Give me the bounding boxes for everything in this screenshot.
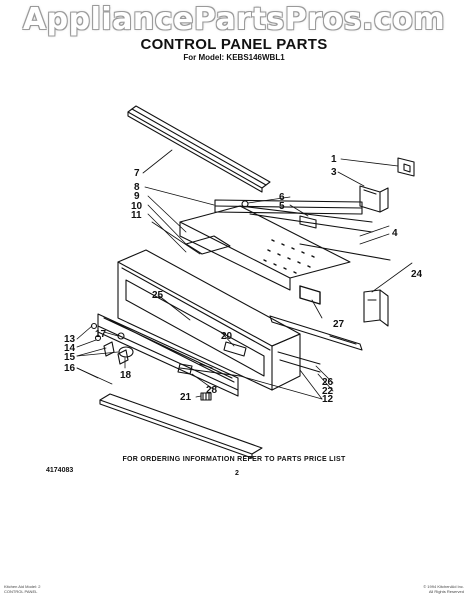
fine-print-left: Kitchen Aid Model: 2 CONTROL PANEL: [4, 584, 40, 594]
fine-print-right-line2: All Rights Reserved: [428, 589, 464, 594]
callout-3: 3: [331, 167, 337, 178]
callout-28: 28: [206, 385, 218, 396]
callout-27: 27: [333, 319, 345, 330]
fine-print-right: © 1994 KitchenAid Inc. All Rights Reserv…: [378, 584, 464, 594]
callout-26: 26: [322, 377, 334, 388]
callout-12: 12: [322, 394, 334, 405]
fine-print-left-line1: Kitchen Aid Model: 2: [4, 584, 41, 589]
board-contacts: [263, 239, 321, 305]
document-part-number: 4174083: [46, 467, 74, 474]
callout-14: 14: [64, 343, 76, 354]
rear-rails: [277, 351, 321, 373]
fine-print-left-line2: CONTROL PANEL: [4, 589, 38, 594]
wire-connector: [200, 392, 212, 401]
bottom-trim-strip: [99, 393, 263, 459]
callout-22: 22: [322, 386, 334, 397]
callout-labels: 1 3 4 5 6 7 8 9 10 11 12 13 14 15 16 17 …: [64, 154, 423, 405]
callout-7: 7: [134, 168, 140, 179]
callout-17: 17: [95, 329, 107, 340]
callout-16: 16: [64, 363, 76, 374]
callout-4: 4: [392, 228, 398, 239]
callout-8: 8: [134, 182, 140, 193]
callout-11: 11: [131, 210, 142, 221]
inner-components: [177, 341, 247, 375]
right-mount-bracket: [363, 289, 389, 327]
callout-13: 13: [64, 334, 76, 345]
callout-18: 18: [120, 370, 132, 381]
side-rail: [269, 315, 363, 351]
callout-1: 1: [331, 154, 337, 165]
callout-20: 20: [221, 331, 233, 342]
callout-25: 25: [152, 290, 164, 301]
fine-print-right-line1: © 1994 KitchenAid Inc.: [423, 584, 464, 589]
page-number: 2: [235, 470, 239, 477]
ordering-note: FOR ORDERING INFORMATION REFER TO PARTS …: [122, 456, 346, 463]
latch-switch-assembly: [359, 157, 415, 213]
callout-10: 10: [131, 201, 143, 212]
callout-24: 24: [411, 269, 423, 280]
callout-9: 9: [134, 191, 140, 202]
callout-6: 6: [279, 192, 285, 203]
top-trim-strip: [127, 105, 271, 193]
site-watermark: AppliancePartsPros.com: [22, 2, 446, 37]
page-title: CONTROL PANEL PARTS: [140, 36, 328, 53]
control-board-assembly: [179, 199, 391, 291]
control-panel-frame: [97, 249, 301, 397]
callout-21: 21: [180, 392, 192, 403]
model-subtitle: For Model: KEBS146WBL1: [183, 53, 285, 62]
callout-5: 5: [279, 201, 285, 212]
leader-lines: [76, 149, 413, 400]
callout-15: 15: [64, 352, 76, 363]
